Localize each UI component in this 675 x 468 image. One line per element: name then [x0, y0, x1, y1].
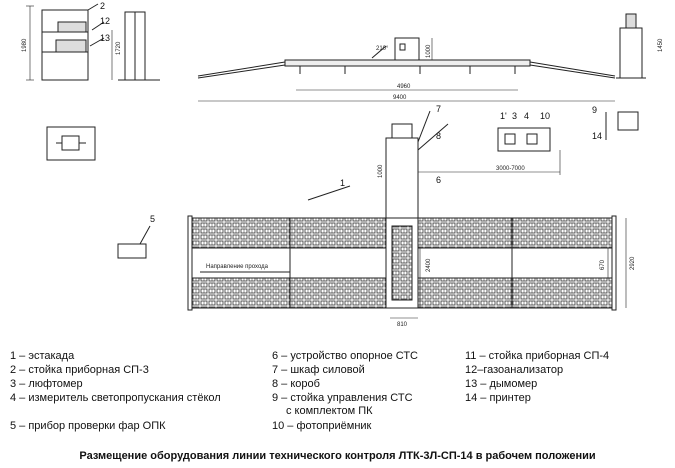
platform-side-elevation [197, 37, 616, 102]
dim-angle: 210° [376, 46, 389, 52]
callout-14: 14 [592, 131, 602, 141]
callout-6: 6 [436, 175, 441, 185]
dim-box-width: 810 [397, 322, 408, 328]
direction-label: Направление прохода [206, 264, 269, 270]
callout-8: 8 [436, 131, 441, 141]
legend-item-4: 4 – измеритель светопропускания стёкол [10, 392, 221, 404]
callout-12: 12 [100, 16, 110, 26]
legend-item-5: 5 – прибор проверки фар ОПК [10, 420, 166, 432]
figure-caption: Размещение оборудования линии техническо… [79, 450, 596, 462]
legend-item-7: 7 – шкаф силовой [272, 364, 365, 376]
headlight-tester-opk [117, 225, 151, 259]
callout-5: 5 [150, 214, 155, 224]
legend-item-1: 1 – эстакада [10, 350, 75, 362]
legend-item-12: 12–газоанализатор [465, 364, 564, 376]
legend-item-14: 14 – принтер [465, 392, 531, 404]
legend-item-10: 10 – фотоприёмник [272, 420, 372, 432]
dim-stand-height-total: 1980 [22, 38, 28, 52]
dim-track-gap: 670 [600, 259, 606, 270]
dim-stand-height-mid: 1720 [116, 41, 122, 55]
dim-platform-length: 4960 [397, 84, 411, 90]
dim-track-inner: 2400 [426, 258, 432, 272]
callout-9: 9 [592, 105, 597, 115]
callout-2: 2 [100, 1, 105, 11]
legend-item-3: 3 – люфтомер [10, 378, 83, 390]
legend-item-2: 2 – стойка приборная СП-3 [10, 364, 149, 376]
legend-item-11: 11 – стойка приборная СП-4 [465, 350, 610, 362]
layout-drawing: 1980 1720 2 12 13 210° 1000 4960 9400 14… [22, 1, 664, 328]
dim-distance-range: 3000-7000 [496, 166, 525, 172]
dim-box-height: 1000 [378, 164, 384, 178]
legend-item-8: 8 – короб [272, 378, 320, 390]
callout-13: 13 [100, 33, 110, 43]
callout-7: 7 [436, 104, 441, 114]
legend-item-9: 9 – стойка управления СТС [272, 392, 413, 404]
legend-item-13: 13 – дымомер [465, 378, 538, 390]
legend-item-6: 6 – устройство опорное СТС [272, 350, 418, 362]
dim-printer-height: 1450 [658, 38, 664, 52]
dim-total-length: 9400 [393, 95, 407, 101]
track-plan-view [187, 185, 627, 319]
callout-3: 3 [512, 111, 517, 121]
dim-track-total: 2920 [630, 256, 636, 270]
legend: 1 – эстакада 2 – стойка приборная СП-3 3… [0, 349, 675, 444]
printer-stand-side-view [616, 13, 646, 79]
stand-sp3-side-view [26, 3, 160, 81]
stand-top-view [46, 126, 96, 161]
dim-cabinet-height: 1000 [426, 44, 432, 58]
callout-10: 10 [540, 111, 550, 121]
callout-1: 1 [340, 178, 345, 188]
control-cluster [385, 110, 639, 221]
callout-4: 4 [524, 111, 529, 121]
callout-1prime: 1' [500, 111, 507, 121]
legend-item-9-cont: с комплектом ПК [286, 405, 373, 417]
